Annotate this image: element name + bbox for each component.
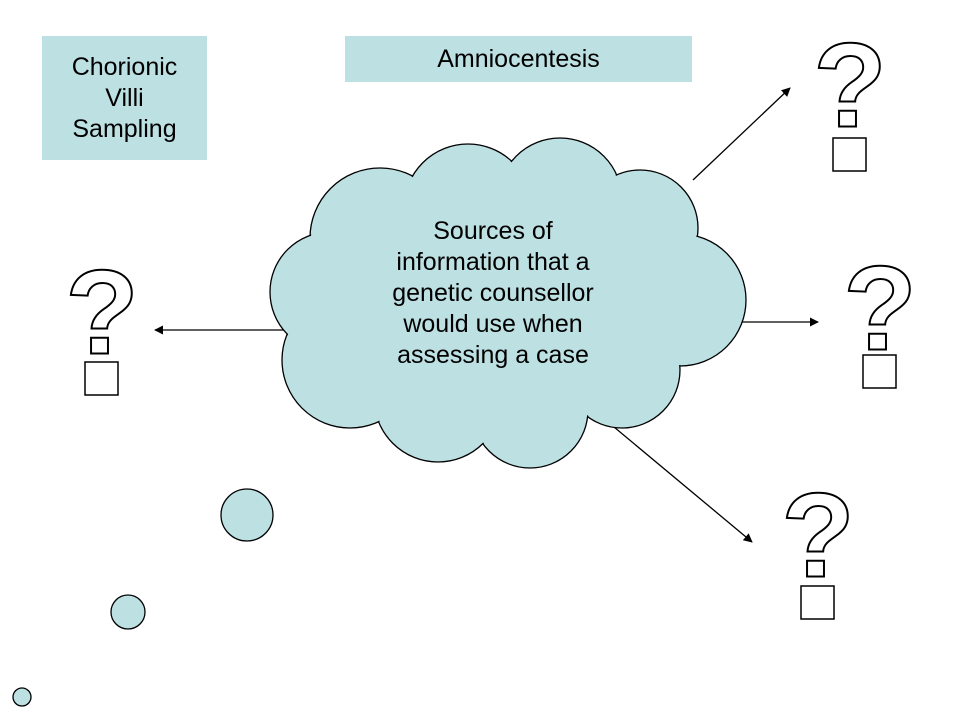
chorionic-villi-sampling-box: Chorionic Villi Sampling	[42, 36, 207, 160]
cloud-line-1: Sources of	[433, 216, 553, 245]
cloud-line-5: assessing a case	[397, 340, 589, 369]
cloud-line-3: genetic counsellor	[392, 278, 594, 307]
thought-cloud	[269, 137, 747, 469]
arrow-to-top-right	[692, 87, 791, 181]
cloud-text: Sources of information that a genetic co…	[355, 196, 631, 390]
cloud-line-2: information that a	[396, 247, 590, 276]
thought-bubble-small	[12, 687, 32, 707]
svg-text:?: ?	[781, 469, 854, 603]
thought-bubble-medium	[110, 594, 146, 630]
svg-text:?: ?	[65, 246, 138, 380]
cloud-line-4: would use when	[403, 309, 583, 338]
cvs-line-3: Sampling	[72, 114, 177, 143]
svg-text:?: ?	[813, 19, 886, 153]
cvs-box-fill	[42, 36, 207, 160]
question-mark-right: ?	[842, 241, 918, 389]
question-mark-top-right: ?	[812, 18, 888, 172]
thought-bubble-large	[220, 488, 274, 542]
amniocentesis-box-fill	[345, 36, 692, 82]
cvs-line-1: Chorionic	[71, 52, 178, 81]
arrow-to-bottom-right	[595, 411, 753, 543]
question-mark-bottom-right: ?	[780, 468, 856, 620]
svg-text:?: ?	[843, 242, 916, 376]
question-mark-left: ?	[64, 245, 140, 396]
amniocentesis-label: Amniocentesis	[437, 44, 600, 73]
amniocentesis-box: Amniocentesis	[345, 36, 692, 82]
cvs-line-2: Villi	[105, 83, 144, 112]
